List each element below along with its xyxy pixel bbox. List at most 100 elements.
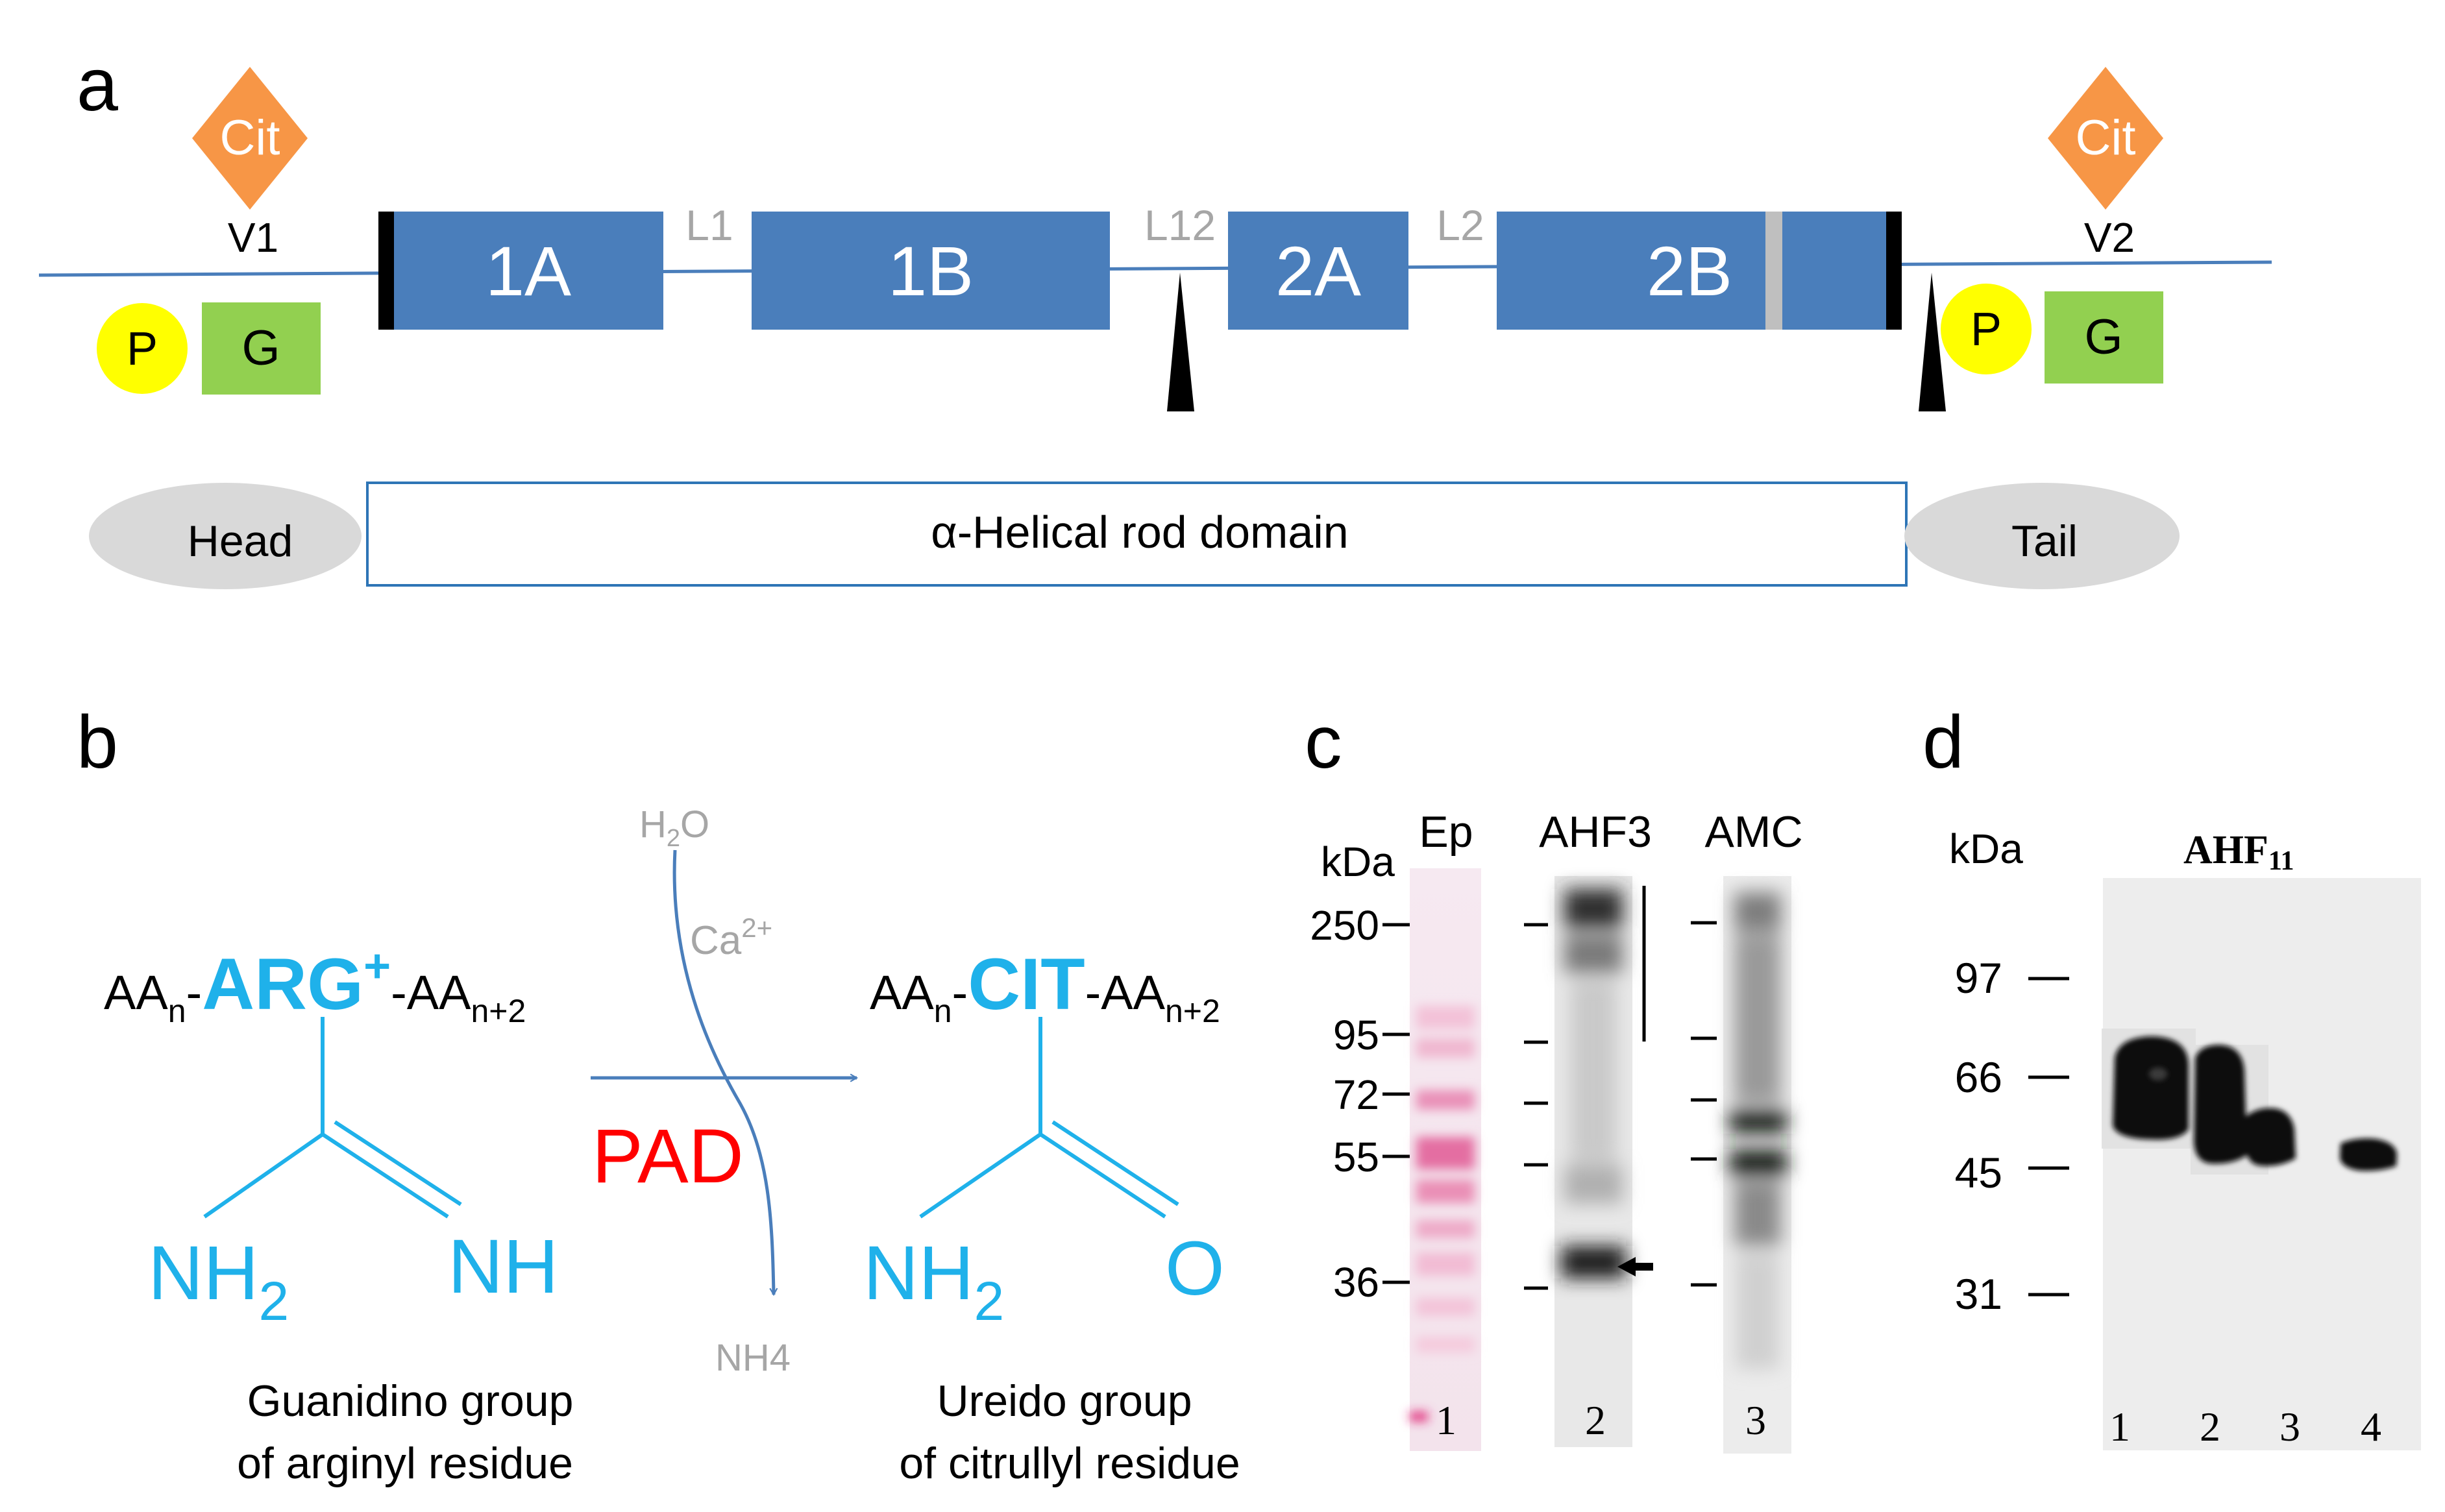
ahf3-band-arrow-icon: [1617, 1257, 1653, 1276]
glycosylation-square-right: [2045, 291, 2163, 384]
amc-marker-ticks: [1691, 921, 1717, 1287]
phosphorylation-label-left: P: [127, 323, 158, 375]
phosphorylation-circle-right: [1941, 284, 2032, 374]
lane-number-d-3: 3: [2279, 1404, 2300, 1450]
marker-label-250: 250: [1310, 902, 1379, 949]
ureido-nh2-label: NH2: [863, 1230, 1004, 1332]
ureido-bonds: [919, 1017, 1179, 1219]
guanidino-nh-label: NH: [448, 1224, 558, 1310]
calcium-label: Ca2+: [690, 912, 772, 963]
band-lane-2: [2194, 1045, 2247, 1164]
lane-title-ep: Ep: [1419, 807, 1473, 857]
phosphorylation-circle-left: [97, 303, 188, 394]
cit-label-right: Cit: [2076, 110, 2136, 165]
lane-number-3: 3: [1745, 1397, 1766, 1443]
water-to-ammonia-arrow: [672, 849, 778, 1297]
cleavage-site-triangle-1: [1167, 273, 1194, 411]
blot-lane-ahf3: [1554, 876, 1632, 1447]
guanidino-nh2-label: NH2: [148, 1230, 289, 1332]
head-domain-oval: [89, 483, 362, 589]
marker-ticks-left: [1382, 923, 1410, 1284]
marker-label-31: 31: [1955, 1270, 2002, 1318]
marker-label-36: 36: [1333, 1259, 1379, 1306]
variable-region-v2-label: V2: [2084, 214, 2135, 261]
segment-1b-label: 1B: [888, 232, 974, 310]
arginyl-sequence: AAn-ARG+-AAn+2: [104, 940, 526, 1029]
variable-region-v1-label: V1: [228, 214, 278, 261]
marker-ticks-d: [2028, 977, 2069, 1297]
lane-number-d-2: 2: [2200, 1404, 2220, 1450]
marker-label-97: 97: [1955, 954, 2002, 1002]
linker-l2-label: L2: [1436, 201, 1484, 249]
panel-b: b AAn-ARG+-AAn+2 NH2 NH Guanidino group …: [77, 701, 1240, 1488]
panel-d: d kDa AHF11 97 66 45 31: [1923, 701, 2421, 1450]
left-caption-line-1: Guanidino group: [247, 1376, 574, 1426]
cit-label-left: Cit: [220, 110, 280, 165]
left-caption-line-2: of arginyl residue: [237, 1439, 573, 1488]
lane-number-2: 2: [1585, 1397, 1606, 1443]
panel-a: a 1A 1B 2A 2B L1 L12 L2 Cit Cit V1 V2: [38, 43, 2272, 589]
lane-number-1: 1: [1436, 1397, 1456, 1443]
band-lane-1: [2113, 1036, 2189, 1140]
rod-domain-box: [366, 482, 1908, 587]
cit-diamond-left: [192, 67, 308, 210]
marker-label-45: 45: [1955, 1149, 2002, 1197]
panel-label-a: a: [77, 43, 118, 127]
lane-title-ahf3: AHF3: [1539, 807, 1652, 857]
segment-2b-stutter: [1765, 212, 1782, 330]
rod-start-cap: [378, 212, 394, 330]
ureido-oxygen-label: O: [1165, 1226, 1225, 1311]
marker-label-95: 95: [1333, 1012, 1379, 1058]
blot-bands-d: [2102, 1029, 2397, 1175]
blot-lane-ep: [1410, 868, 1481, 1451]
segment-2b-box: [1497, 212, 1886, 330]
rod-domain-label: α-Helical rod domain: [931, 507, 1349, 557]
glycosylation-label-right: G: [2084, 310, 2122, 365]
panel-label-b: b: [77, 701, 118, 784]
lane-number-d-1: 1: [2109, 1404, 2130, 1450]
panel-label-c: c: [1305, 701, 1342, 784]
marker-labels-d: 97 66 45 31: [1955, 954, 2002, 1318]
marker-label-66: 66: [1955, 1053, 2002, 1101]
lane-title-amc: AMC: [1704, 807, 1802, 857]
panel-label-d: d: [1923, 701, 1964, 784]
marker-label-72: 72: [1333, 1071, 1379, 1118]
linker-l1-label: L1: [685, 201, 733, 249]
right-caption-line-1: Ureido group: [937, 1376, 1192, 1426]
lane-number-d-4: 4: [2361, 1404, 2381, 1450]
tail-domain-oval: [1904, 483, 2180, 589]
segment-2b-label: 2B: [1647, 232, 1732, 310]
citrullyl-sequence: AAn-CIT-AAn+2: [870, 944, 1220, 1029]
phosphorylation-label-right: P: [1971, 304, 2002, 356]
segment-1b-box: [752, 212, 1110, 330]
enzyme-pad-label: PAD: [592, 1114, 744, 1199]
band-lane-3: [2246, 1108, 2296, 1166]
backbone-line: [38, 260, 2272, 277]
head-domain-label: Head: [188, 517, 293, 566]
guanidino-bonds: [203, 1017, 462, 1219]
water-label: H2O: [639, 803, 709, 852]
lane-numbers-d: 1 2 3 4: [2109, 1404, 2381, 1450]
glycosylation-square-left: [202, 302, 321, 395]
segment-2a-label: 2A: [1275, 232, 1361, 310]
segment-1a-box: [394, 212, 663, 330]
tail-domain-label: Tail: [2011, 517, 2078, 566]
panel-c: c kDa 250 95 72 55 36 Ep AHF3 AMC: [1305, 701, 1803, 1454]
cleavage-site-triangle-2: [1919, 273, 1946, 411]
right-caption-line-2: of citrullyl residue: [899, 1439, 1240, 1488]
band-lane-4: [2340, 1138, 2397, 1171]
segment-1a-label: 1A: [485, 232, 571, 310]
cit-diamond-right: [2048, 67, 2163, 210]
marker-label-55: 55: [1333, 1134, 1379, 1180]
ammonia-label: NH4: [715, 1337, 791, 1379]
blot-lane-amc: [1723, 876, 1791, 1454]
segment-2a-box: [1228, 212, 1408, 330]
linker-l12-label: L12: [1144, 201, 1216, 249]
kda-label-d: kDa: [1949, 825, 2023, 872]
ahf3-marker-ticks: [1524, 923, 1548, 1290]
rod-end-cap: [1886, 212, 1902, 330]
glycosylation-label-left: G: [241, 321, 280, 376]
blot-title-ahf11: AHF11: [2183, 828, 2294, 876]
kda-label-c: kDa: [1321, 838, 1395, 885]
